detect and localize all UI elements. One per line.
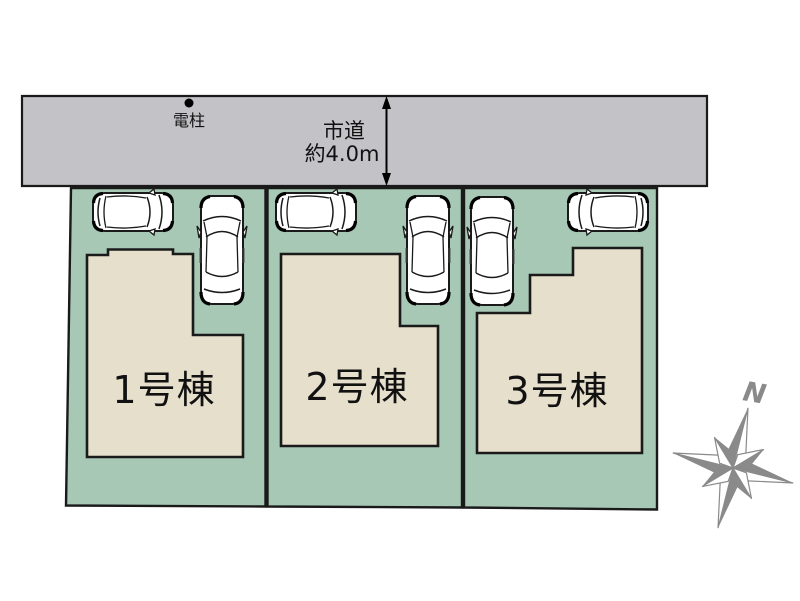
car-top-icon xyxy=(91,187,175,237)
utility-pole-dot xyxy=(184,98,194,108)
car-top-icon xyxy=(401,194,455,306)
car-top-icon xyxy=(274,187,358,237)
road-area xyxy=(20,94,709,188)
house-3-footprint xyxy=(475,246,644,455)
compass-north-label: N xyxy=(741,376,769,411)
utility-pole-label: 電柱 xyxy=(173,111,205,130)
car-top-icon xyxy=(195,194,249,306)
house-2-footprint xyxy=(279,252,440,448)
car-top-icon xyxy=(566,187,650,237)
plot-2-label: 2号棟 xyxy=(305,365,408,409)
compass-rose-icon xyxy=(669,404,797,532)
road-name-label: 市道 xyxy=(323,119,365,143)
plot-1-label: 1号棟 xyxy=(112,368,215,412)
road-width-arrow xyxy=(382,96,391,186)
plot-3-label: 3号棟 xyxy=(505,369,608,413)
car-top-icon xyxy=(465,195,519,307)
house-1-footprint xyxy=(85,248,245,459)
road-width-label: 約4.0m xyxy=(305,142,380,166)
